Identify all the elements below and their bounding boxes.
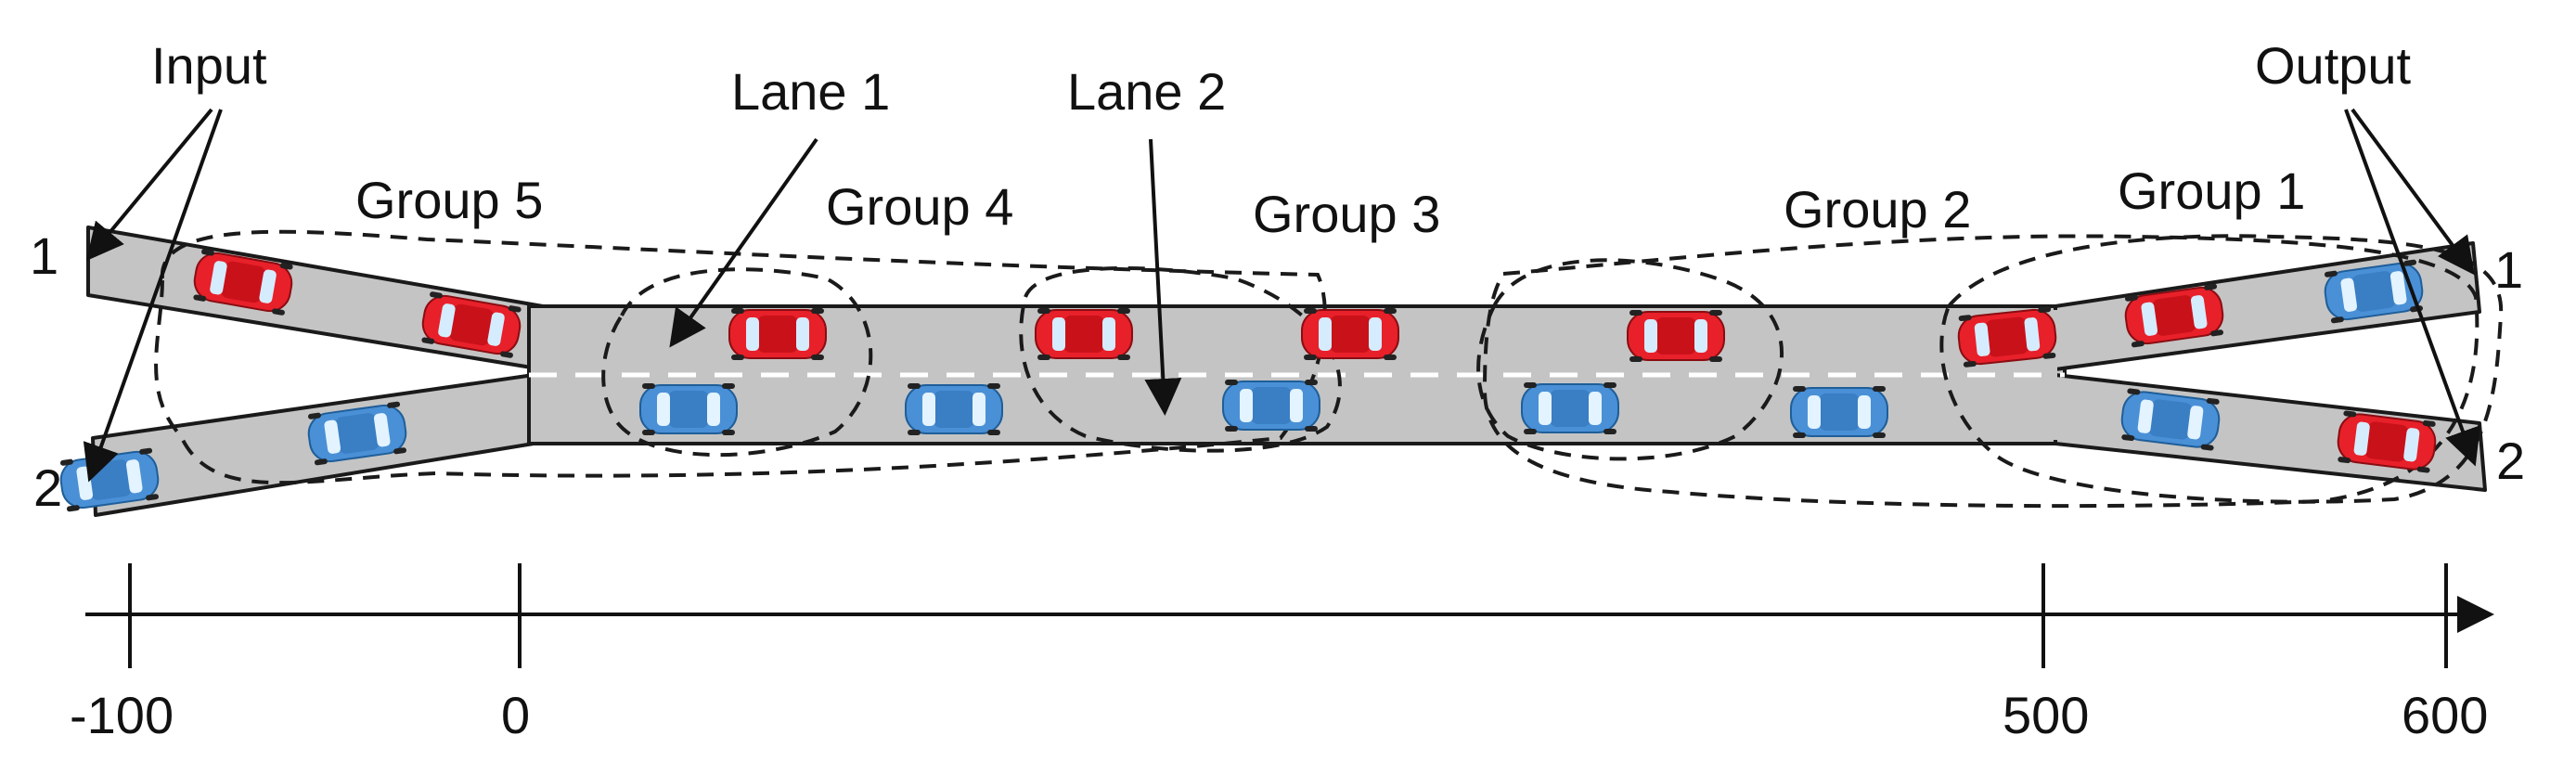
car-icon [728,307,827,361]
tick-label: 500 [2003,686,2089,744]
car-icon [1301,307,1399,361]
group-4-outline [601,267,873,458]
car-icon [1222,379,1320,432]
lane-1-label: Lane 1 [731,62,890,121]
input-arrow-1 [85,108,213,262]
output-2-label: 2 [2496,432,2525,490]
group-2-label: Group 2 [1784,180,1971,239]
group-1-label: Group 1 [2118,161,2305,220]
car-icon [639,382,738,436]
output-arrow-2 [2344,109,2480,467]
input-2-label: 2 [33,458,62,517]
group-3-label: Group 3 [1253,185,1440,243]
output-1-label: 1 [2494,240,2523,299]
annotation-arrows [83,108,2480,483]
group-3-outline [1019,265,1342,453]
output-arrow-1 [2351,108,2475,276]
diagram-labels: Input Output Lane 1 Lane 2 Group 5 Group… [30,36,2525,517]
car-icon [1521,381,1619,435]
tick-label: -100 [70,686,174,744]
group-5-label: Group 5 [355,171,543,229]
group-2-outline [1476,258,1784,461]
group-1-outline [1939,234,2504,504]
lane-2-label: Lane 2 [1067,62,1226,121]
group-5-outline [154,229,1327,485]
input-label: Input [151,36,267,95]
car-icon [905,382,1003,436]
lane-2-arrow [1144,138,1182,416]
group-wide-outline [1482,234,2479,509]
car-icon [1790,385,1888,439]
lane-1-arrow [669,137,818,348]
position-axis: -100 0 500 600 [70,563,2494,744]
tick-label: 0 [501,686,530,744]
car-icon [1035,307,1133,361]
group-4-label: Group 4 [826,177,1013,236]
output-label: Output [2255,36,2412,95]
input-1-label: 1 [30,226,58,285]
group-outlines [154,229,2504,509]
tick-label: 600 [2402,686,2488,744]
input-arrow-2 [83,109,223,483]
car-icon [1627,309,1725,363]
